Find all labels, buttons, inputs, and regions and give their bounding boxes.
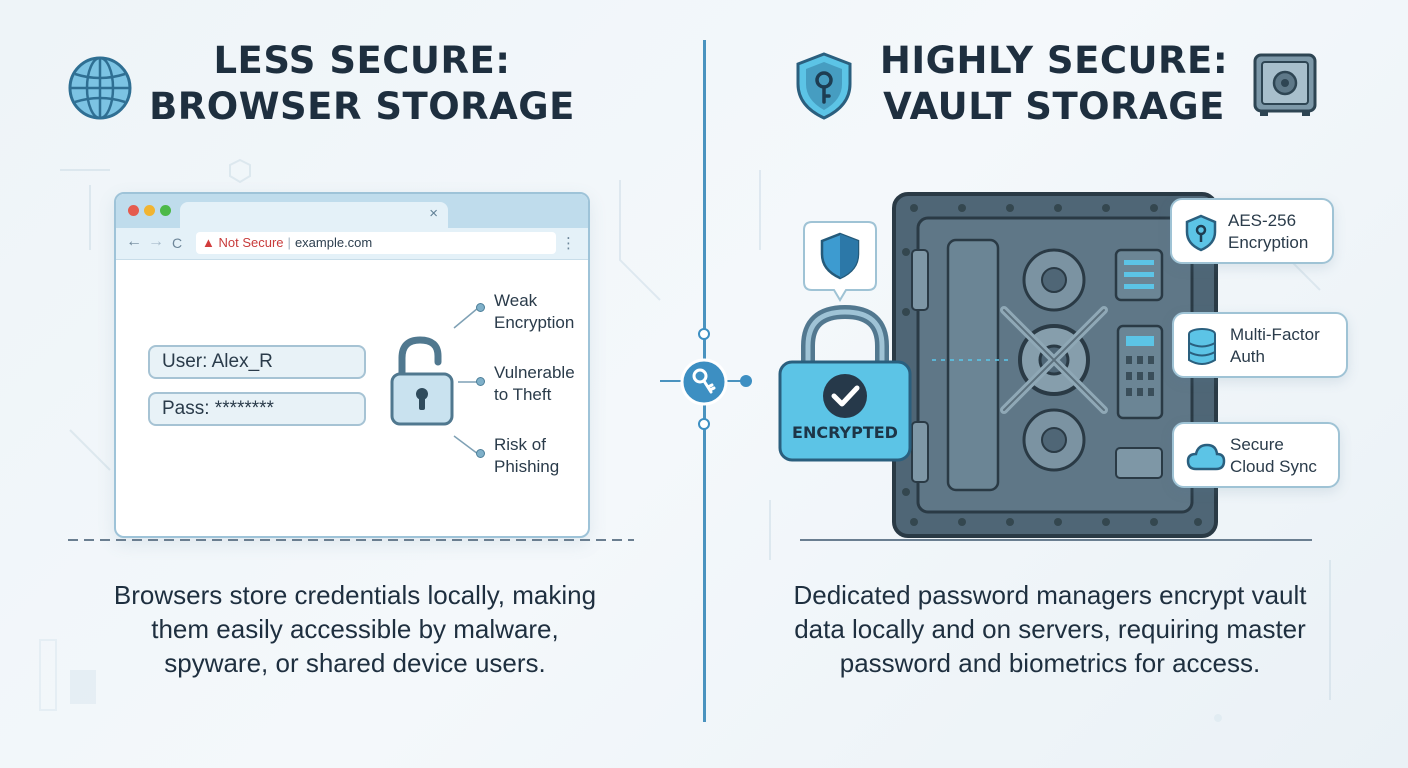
risk-line: Risk of: [494, 435, 546, 454]
shield-bubble: [802, 220, 878, 302]
feature-aes-encryption: AES-256 Encryption: [1170, 198, 1334, 264]
desc-line: Browsers store credentials locally, maki…: [113, 580, 597, 610]
reload-icon[interactable]: C: [172, 235, 183, 251]
safe-icon: [1252, 52, 1318, 118]
feature-multi-factor: Multi-Factor Auth: [1172, 312, 1348, 378]
warning-icon: ▲: [202, 235, 215, 250]
close-dot-icon: [128, 205, 139, 216]
risk-bullet: [476, 449, 485, 458]
maximize-dot-icon: [160, 205, 171, 216]
risk-bullet: [476, 303, 485, 312]
feature-line: Auth: [1230, 347, 1265, 366]
feature-line: Multi-Factor: [1230, 325, 1320, 344]
database-icon: [1186, 328, 1218, 372]
center-key-icon: [680, 358, 728, 406]
shield-key-icon: [792, 50, 856, 122]
risk-weak-encryption: Weak Encryption: [494, 290, 574, 334]
desc-line: data locally and on servers, requiring m…: [794, 614, 1306, 644]
encrypted-label: ENCRYPTED: [792, 423, 898, 442]
risk-phishing: Risk of Phishing: [494, 434, 559, 478]
right-ground-line: [800, 539, 1312, 541]
address-bar[interactable]: ▲ Not Secure|example.com: [196, 232, 556, 254]
feature-line: Cloud Sync: [1230, 457, 1317, 476]
risk-line: Encryption: [494, 313, 575, 332]
desc-line: Dedicated password managers encrypt vaul…: [793, 580, 1307, 610]
desc-line: spyware, or shared device users.: [164, 648, 546, 678]
feature-line: AES-256: [1228, 211, 1297, 230]
risk-line: Vulnerable: [494, 363, 575, 382]
risk-connectors: [453, 307, 479, 455]
left-title: LESS SECURE: BROWSER STORAGE: [140, 38, 584, 130]
open-padlock-icon: [386, 334, 458, 428]
left-ground-line: [68, 539, 634, 541]
desc-line: password and biometrics for access.: [839, 648, 1261, 678]
risk-bullet: [476, 377, 485, 386]
right-description: Dedicated password managers encrypt vaul…: [740, 578, 1360, 680]
encrypted-padlock: [778, 302, 912, 462]
risk-line: Phishing: [494, 457, 560, 476]
left-title-line2: BROWSER STORAGE: [149, 85, 575, 128]
left-description: Browsers store credentials locally, maki…: [40, 578, 670, 680]
right-title-line1: HIGHLY SECURE:: [879, 39, 1229, 82]
right-title: HIGHLY SECURE: VAULT STORAGE: [866, 38, 1242, 130]
risk-line: Weak: [494, 291, 538, 310]
minimize-dot-icon: [144, 205, 155, 216]
feature-line: Encryption: [1228, 233, 1309, 252]
password-field[interactable]: Pass: ********: [148, 392, 366, 426]
url-separator: |: [287, 235, 291, 250]
desc-line: them easily accessible by malware,: [151, 614, 559, 644]
cloud-icon: [1186, 442, 1226, 478]
menu-icon[interactable]: ⋮: [561, 235, 576, 252]
feature-line: Secure: [1230, 435, 1284, 454]
risk-vulnerable-theft: Vulnerable to Theft: [494, 362, 575, 406]
url-text: example.com: [294, 235, 373, 250]
shield-key-icon: [1184, 214, 1218, 258]
feature-cloud-sync: Secure Cloud Sync: [1172, 422, 1340, 488]
tab-close-icon[interactable]: ×: [429, 205, 438, 222]
vault-door: [892, 192, 1218, 538]
divider-node: [740, 375, 752, 387]
right-title-line2: VAULT STORAGE: [883, 85, 1225, 128]
browser-title-bar: ×: [116, 194, 588, 230]
left-title-line1: LESS SECURE:: [213, 39, 511, 82]
risk-line: to Theft: [494, 385, 552, 404]
not-secure-label: Not Secure: [218, 235, 284, 250]
divider-node: [698, 418, 710, 430]
forward-arrow-icon[interactable]: →: [148, 233, 164, 250]
back-arrow-icon[interactable]: ←: [126, 233, 142, 250]
username-field[interactable]: User: Alex_R: [148, 345, 366, 379]
divider-node: [698, 328, 710, 340]
globe-icon: [66, 54, 134, 122]
browser-tab[interactable]: ×: [180, 202, 448, 230]
browser-toolbar: ← → C ▲ Not Secure|example.com ⋮: [116, 228, 588, 260]
